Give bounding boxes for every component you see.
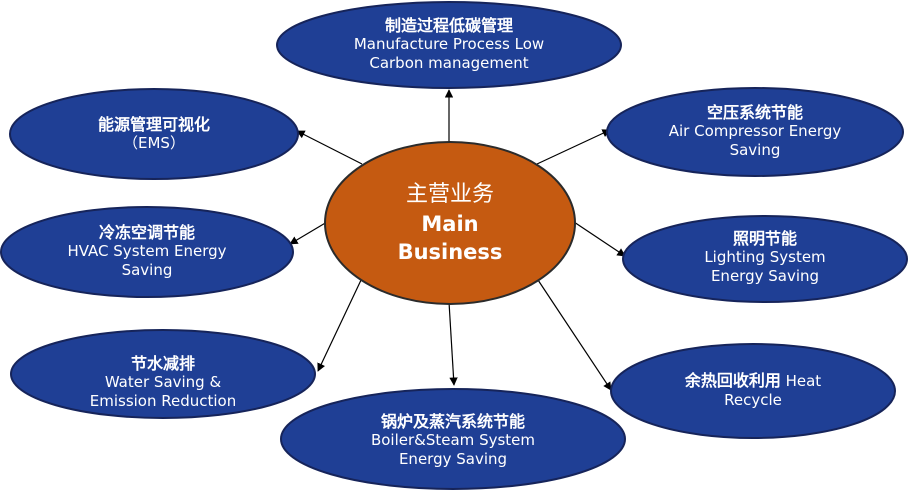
node-heat-cn: 余热回收利用: [684, 371, 781, 390]
node-hvac-ellipse: [0, 206, 294, 298]
node-boiler-ellipse: [280, 388, 626, 490]
node-ems-en-1: （EMS）: [123, 134, 185, 152]
node-heat-en-1: Recycle: [724, 391, 782, 409]
node-heat-ellipse: [610, 343, 896, 439]
edge-hvac: [289, 221, 328, 245]
node-boiler-en-1: Boiler&Steam System: [370, 431, 536, 449]
node-hvac-cn: 冷冻空调节能: [98, 223, 195, 242]
center-ellipse: [324, 141, 576, 305]
node-ems-ellipse: [9, 88, 299, 180]
node-water-en-1: Water Saving &: [104, 373, 222, 391]
edge-ems: [296, 130, 363, 165]
node-hvac-en-1: HVAC System Energy: [67, 242, 227, 260]
node-ems-cn: 能源管理可视化: [97, 115, 210, 134]
edge-lighting: [573, 221, 626, 257]
node-boiler-label: 锅炉及蒸汽系统节能 Boiler&Steam System Energy Sav…: [333, 412, 573, 469]
center-label: 主营业务 Main Business: [375, 180, 525, 266]
node-boiler-cn: 锅炉及蒸汽系统节能: [380, 412, 525, 431]
node-lighting-en-1: Lighting System: [704, 248, 826, 266]
node-ems-label: 能源管理可视化 （EMS）: [44, 115, 264, 153]
node-water-ellipse: [10, 329, 316, 419]
node-air-ellipse: [606, 87, 904, 177]
center-title-en-2: Business: [397, 240, 503, 264]
edge-water: [317, 277, 363, 372]
node-air-en-1: Air Compressor Energy: [668, 122, 842, 140]
node-manufacture-cn: 制造过程低碳管理: [384, 16, 513, 35]
node-air-label: 空压系统节能 Air Compressor Energy Saving: [635, 103, 875, 160]
node-manufacture-en-1: Manufacture Process Low: [353, 35, 545, 53]
edge-air: [536, 129, 611, 165]
center-title-cn: 主营业务: [405, 182, 494, 207]
edge-heat: [537, 279, 612, 391]
node-water-cn: 节水减排: [130, 354, 195, 373]
node-air-en-2: Saving: [729, 141, 781, 159]
node-water-en-2: Emission Reduction: [89, 392, 237, 410]
node-lighting-label: 照明节能 Lighting System Energy Saving: [655, 229, 875, 286]
node-air-cn: 空压系统节能: [706, 103, 803, 122]
node-boiler-en-2: Energy Saving: [398, 450, 508, 468]
node-manufacture-label: 制造过程低碳管理 Manufacture Process Low Carbon …: [309, 16, 589, 73]
node-heat-label: 余热回收利用 Heat Recycle: [633, 371, 873, 410]
node-manufacture-ellipse: [276, 1, 622, 89]
node-water-label: 节水减排 Water Saving & Emission Reduction: [43, 354, 283, 411]
node-lighting-ellipse: [622, 215, 908, 303]
node-hvac-en-2: Saving: [121, 261, 173, 279]
edge-boiler: [448, 301, 458, 386]
node-manufacture-en-2: Carbon management: [369, 54, 529, 72]
node-lighting-en-2: Energy Saving: [710, 267, 820, 285]
node-hvac-label: 冷冻空调节能 HVAC System Energy Saving: [27, 223, 267, 280]
node-lighting-cn: 照明节能: [732, 229, 797, 248]
node-heat-line-1: 余热回收利用 Heat: [633, 371, 873, 391]
node-heat-cn-suffix: Heat: [780, 372, 822, 390]
center-title-en-1: Main: [421, 212, 479, 236]
